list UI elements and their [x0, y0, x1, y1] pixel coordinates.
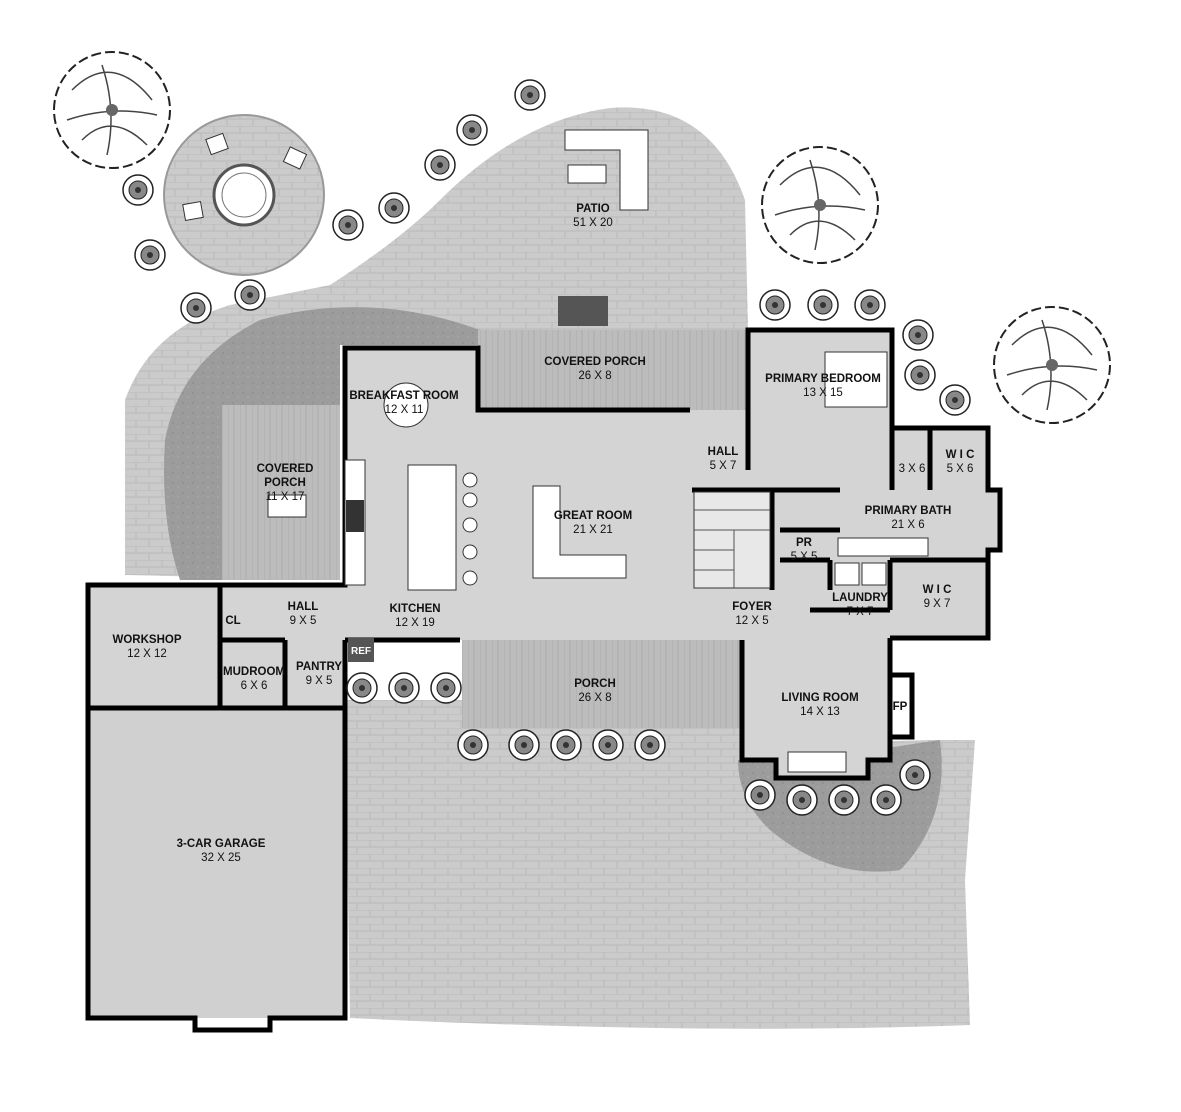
room-dims-foyer: 12 X 5	[735, 615, 768, 627]
dryer	[861, 562, 887, 586]
walls	[85, 327, 1003, 1033]
room-name-foyer: FOYER	[732, 601, 772, 613]
room-name-ref: REF	[351, 646, 371, 657]
room-name-primary-bedroom: PRIMARY BEDROOM	[765, 373, 881, 385]
room-dims-wic-lower: 9 X 7	[924, 598, 951, 610]
room-dims-great-room: 21 X 21	[573, 524, 613, 536]
room-name-great-room: GREAT ROOM	[554, 510, 632, 522]
room-name-covered-porch-rear: COVERED PORCH	[544, 356, 646, 368]
room-name-pr: PR	[796, 537, 813, 549]
washer	[834, 562, 860, 586]
room-dims-primary-bedroom: 13 X 15	[803, 387, 843, 399]
room-dims-pr: 5 X 5	[791, 551, 818, 563]
tree-icon	[761, 146, 879, 264]
room-name-breakfast-room: BREAKFAST ROOM	[349, 390, 458, 402]
room-dims-patio: 51 X 20	[573, 217, 613, 229]
covered-porch-rear-deck	[478, 330, 748, 410]
room-name-patio: PATIO	[576, 203, 609, 215]
room-name-wic-upper: W I C	[946, 449, 975, 461]
side-porch-table	[267, 494, 307, 518]
room-dims-breakfast-room: 12 X 11	[385, 404, 424, 416]
kitchen-island	[407, 464, 457, 591]
room-dims-hall-upper: 5 X 7	[710, 460, 737, 472]
sectional-sofa	[532, 485, 627, 579]
room-dims-covered-porch-side: 11 X 17	[266, 491, 305, 503]
room-dims-laundry: 7 X 7	[847, 606, 874, 618]
bed	[824, 351, 888, 408]
room-name-porch: PORCH	[574, 678, 616, 690]
room-name-primary-bath: PRIMARY BATH	[865, 505, 952, 517]
firepit-circle	[163, 114, 325, 276]
garage-floor	[88, 708, 345, 1018]
patio-table	[567, 164, 607, 184]
room-name-laundry: LAUNDRY	[832, 592, 888, 604]
room-name-kitchen: KITCHEN	[389, 603, 440, 615]
patio-sectional	[564, 129, 649, 211]
room-dims-pantry: 9 X 5	[306, 675, 333, 687]
room-dims-kitchen: 12 X 19	[395, 617, 435, 629]
room-name-pantry: PANTRY	[296, 661, 342, 673]
room-name-workshop: WORKSHOP	[113, 634, 182, 646]
porch-front-deck	[462, 640, 740, 728]
room-dims-mudroom: 6 X 6	[241, 680, 268, 692]
tree-icon	[993, 306, 1111, 424]
living-sofa	[787, 751, 847, 773]
room-dims-wic-upper: 5 X 6	[947, 463, 974, 475]
room-name-mudroom: MUDROOM	[223, 666, 285, 678]
fireplace-rear	[558, 296, 608, 326]
room-dims-living-room: 14 X 13	[800, 706, 840, 718]
room-name-cl: CL	[225, 615, 240, 627]
room-dims-hall-lower: 9 X 5	[290, 615, 317, 627]
vanity	[837, 537, 929, 557]
room-name-hall-upper: HALL	[708, 446, 739, 458]
room-dims-toilet: 3 X 6	[899, 463, 926, 475]
stools	[462, 472, 478, 586]
ref-block	[348, 638, 374, 662]
stairs	[693, 491, 771, 589]
tree-icon	[53, 51, 171, 169]
room-name-garage: 3-CAR GARAGE	[177, 838, 266, 850]
room-name-covered-porch-side-1: COVERED	[257, 463, 314, 475]
room-name-fp: FP	[893, 701, 908, 713]
room-dims-covered-porch-rear: 26 X 8	[578, 370, 611, 382]
room-dims-garage: 32 X 25	[201, 852, 241, 864]
covered-porch-side-deck	[222, 405, 340, 580]
room-name-wic-lower: W I C	[923, 584, 952, 596]
room-dims-porch: 26 X 8	[578, 692, 611, 704]
breakfast-table	[383, 382, 429, 428]
room-dims-primary-bath: 21 X 6	[891, 519, 924, 531]
room-name-living-room: LIVING ROOM	[781, 692, 858, 704]
range	[346, 500, 364, 532]
room-name-covered-porch-side-2: PORCH	[264, 477, 306, 489]
room-name-hall-lower: HALL	[288, 601, 319, 613]
room-dims-workshop: 12 X 12	[127, 648, 167, 660]
